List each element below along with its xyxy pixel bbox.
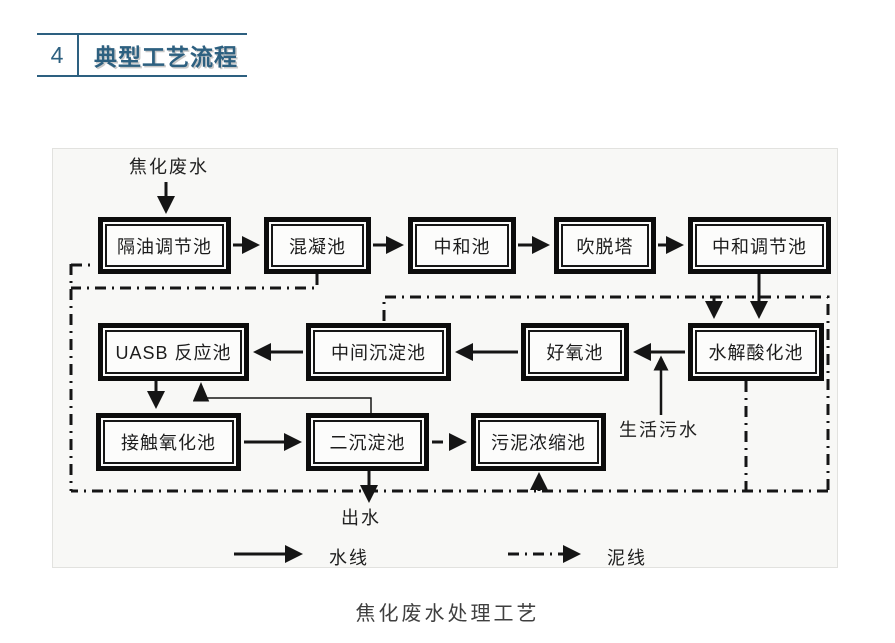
water-lines: [147, 182, 768, 503]
node-sludge-thickening-tank: 污泥浓缩池: [471, 413, 606, 471]
label-effluent: 出水: [341, 508, 381, 528]
label-domestic-sewage: 生活污水: [619, 420, 699, 440]
node-neutralization-regulating-tank: 中和调节池: [688, 217, 831, 274]
legend-sludge-label: 泥线: [607, 548, 647, 568]
section-title: 典型工艺流程: [94, 44, 238, 70]
process-flow-diagram: 焦化废水 生活污水 出水 水线 泥线 隔油调节池 混凝池 中和池 吹脱塔 中和调…: [52, 148, 838, 568]
legend-water-label: 水线: [329, 548, 369, 568]
arrow-recirculation-to-uasb: [192, 382, 372, 413]
node-oil-separation-regulating-tank: 隔油调节池: [98, 217, 231, 274]
node-uasb-reactor: UASB 反应池: [98, 323, 249, 381]
node-intermediate-settling-tank: 中间沉淀池: [306, 323, 451, 381]
figure-caption: 焦化废水处理工艺: [355, 603, 540, 625]
node-coagulation-tank: 混凝池: [264, 217, 371, 274]
section-number: 4: [37, 35, 79, 75]
node-secondary-settling-tank: 二沉淀池: [306, 413, 429, 471]
node-aerobic-tank: 好氧池: [521, 323, 629, 381]
node-stripping-tower: 吹脱塔: [554, 217, 656, 274]
node-neutralization-tank: 中和池: [408, 217, 516, 274]
sludge-lines: [69, 263, 830, 493]
flow-lines-layer: [69, 182, 830, 563]
node-contact-oxidation-tank: 接触氧化池: [96, 413, 241, 471]
label-raw-wastewater: 焦化废水: [129, 157, 209, 177]
sludge-coagulation-drain: [71, 274, 319, 290]
section-header: 4 典型工艺流程: [37, 33, 247, 77]
node-hydrolysis-acidification-tank: 水解酸化池: [688, 323, 824, 381]
